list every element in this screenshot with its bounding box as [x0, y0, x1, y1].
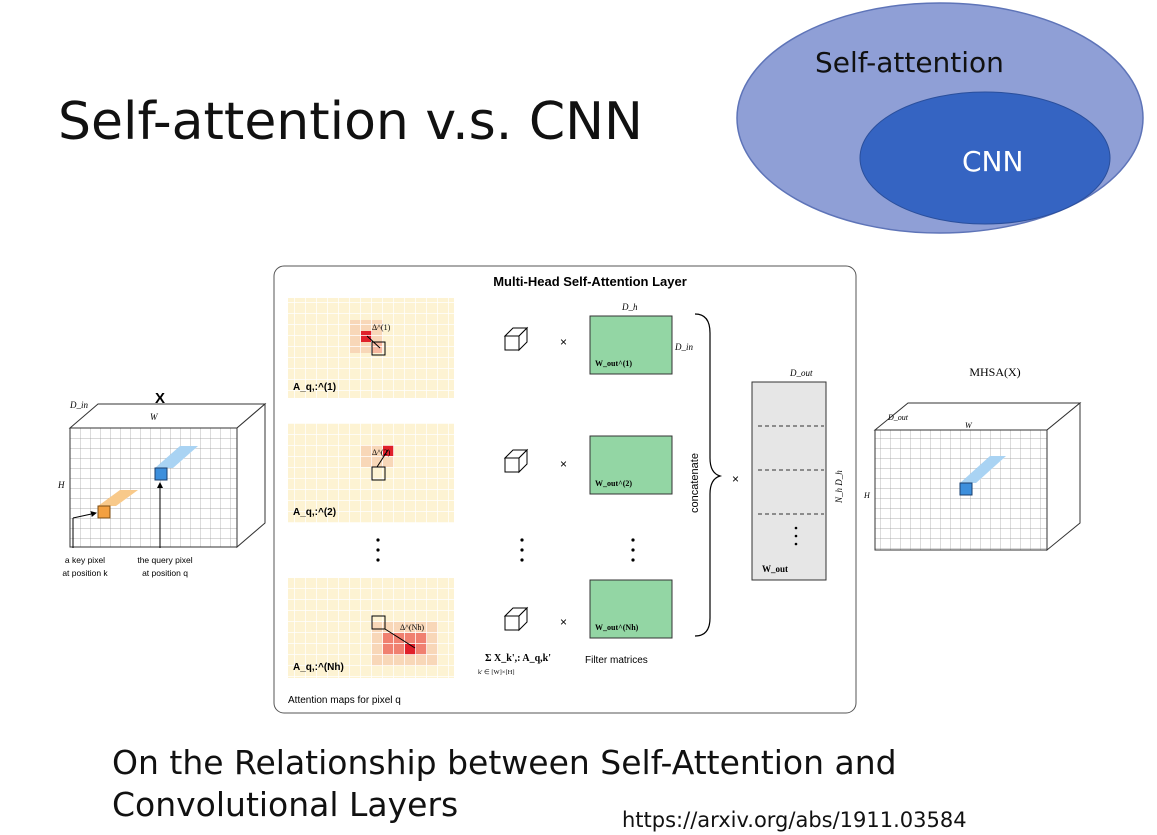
weight-matrix-nh	[589, 579, 673, 639]
delta-2-label: Δ^(2)	[372, 448, 391, 457]
query-pixel	[154, 467, 168, 481]
sum-formula: Σ X_k',: A_q,k'	[485, 653, 551, 664]
concatenate-brace	[694, 313, 723, 637]
weight-matrix-2	[589, 435, 673, 495]
caption-line-1: On the Relationship between Self-Attenti…	[112, 743, 897, 782]
panel-title: Multi-Head Self-Attention Layer	[493, 274, 687, 289]
caption-line-2: Convolutional Layers	[112, 785, 459, 824]
weight-2-label: W_out^(2)	[595, 479, 632, 488]
input-h-label: H	[57, 480, 65, 490]
attention-maps-caption: Attention maps for pixel q	[288, 695, 401, 706]
venn-self-attention-label: Self-attention	[815, 46, 1004, 79]
weight-1-label: W_out^(1)	[595, 359, 632, 368]
concatenate-label: concatenate	[689, 453, 701, 513]
w-out-label: W_out	[762, 564, 788, 574]
mhsa-panel: Multi-Head Self-Attention Layer Δ^(1) A_…	[273, 265, 857, 714]
paper-caption: On the Relationship between Self-Attenti…	[112, 742, 897, 826]
query-pixel-caption-2: at position q	[142, 568, 188, 578]
times-3: ×	[560, 615, 567, 629]
attention-map-2-label: A_q,:^(2)	[293, 507, 336, 518]
key-pixel-caption-1: a key pixel	[65, 555, 105, 565]
times-2: ×	[560, 457, 567, 471]
weight-nh-label: W_out^(Nh)	[595, 623, 639, 632]
slide-title: Self-attention v.s. CNN	[58, 92, 643, 152]
times-1: ×	[560, 335, 567, 349]
paper-url[interactable]: https://arxiv.org/abs/1911.03584	[622, 808, 967, 832]
attention-map-2: Δ^(2) A_q,:^(2)	[288, 423, 454, 523]
delta-1-label: Δ^(1)	[372, 323, 391, 332]
output-dout-label: D_out	[887, 413, 909, 422]
query-pixel-caption-1: the query pixel	[137, 555, 192, 565]
din-label: D_in	[674, 342, 694, 352]
input-w-label: W	[150, 412, 159, 422]
input-tensor: X D_in W H a key pixel at position k the…	[57, 390, 267, 578]
input-din-label: D_in	[69, 400, 89, 410]
cnn-ellipse	[859, 91, 1111, 225]
attention-map-nh: Δ^(Nh) A_q,:^(Nh)	[288, 578, 454, 678]
output-pixel	[959, 482, 973, 496]
attention-map-nh-label: A_q,:^(Nh)	[293, 662, 344, 673]
attention-map-1: Δ^(1) A_q,:^(1)	[288, 298, 454, 398]
input-x-label: X	[155, 390, 165, 407]
times-4: ×	[732, 472, 739, 486]
value-vectors: × × ×	[503, 326, 567, 632]
sum-subscript: k' ∈ [W]×[H]	[478, 669, 515, 676]
output-tensor: MHSA(X) D_out W H	[863, 365, 1082, 552]
venn-cnn-label: CNN	[962, 145, 1024, 178]
output-w-label: W	[965, 421, 973, 430]
key-pixel-caption-2: at position k	[62, 568, 108, 578]
weight-matrix-1	[589, 315, 673, 375]
filter-matrices-label: Filter matrices	[585, 655, 648, 666]
dout-label: D_out	[789, 368, 813, 378]
weight-matrices: D_h D_in W_out^(1) W_out^(2) W_out^(Nh)	[589, 302, 694, 639]
key-pixel	[97, 505, 111, 519]
mhsa-figure: X D_in W H a key pixel at position k the…	[57, 265, 1082, 714]
nh-dh-label: N_h D_h	[834, 470, 844, 504]
attention-map-1-label: A_q,:^(1)	[293, 382, 336, 393]
venn-diagram	[736, 2, 1144, 234]
output-h-label: H	[863, 491, 871, 500]
output-label: MHSA(X)	[969, 365, 1020, 379]
delta-nh-label: Δ^(Nh)	[400, 623, 424, 632]
vertical-ellipsis	[376, 538, 635, 562]
dh-label: D_h	[621, 302, 638, 312]
w-out-matrix: D_out W_out N_h D_h	[751, 368, 844, 581]
